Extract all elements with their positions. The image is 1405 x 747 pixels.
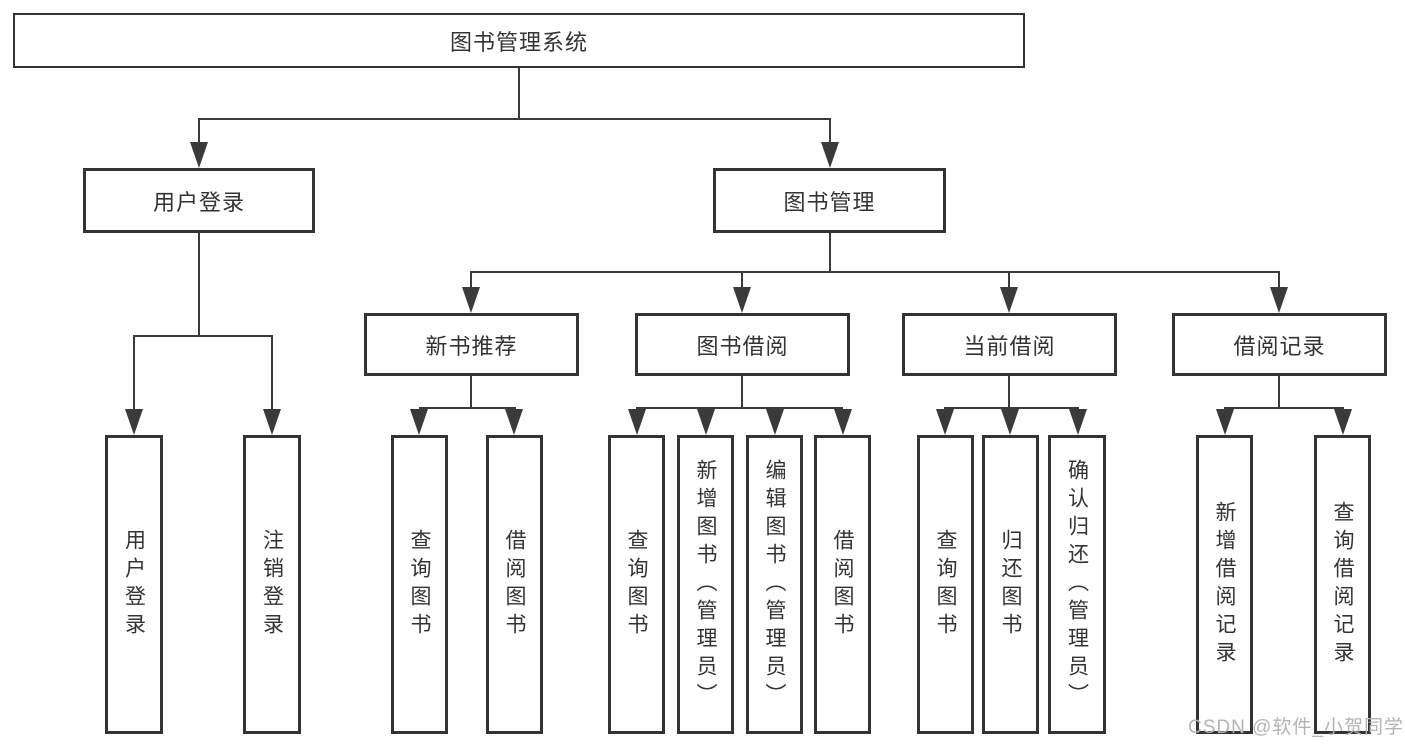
leaf-cb-query-books-label: 查询图书 bbox=[934, 528, 957, 641]
leaf-br-add-record: 新增借阅记录 bbox=[1196, 435, 1253, 734]
arrowhead-new-books bbox=[462, 287, 480, 313]
leaf-bb-query-books: 查询图书 bbox=[608, 435, 665, 734]
node-book-borrow: 图书借阅 bbox=[635, 313, 850, 376]
arrowhead-bb-edit bbox=[766, 409, 784, 435]
arrowhead-book-borrow bbox=[733, 287, 751, 313]
connector-book-borrow-vline bbox=[741, 376, 743, 409]
connector-current-borrow-vline bbox=[1008, 376, 1010, 409]
arrowhead-bb-borrow bbox=[834, 409, 852, 435]
leaf-br-query-record-label: 查询借阅记录 bbox=[1331, 500, 1354, 669]
connector-stub-current-borrow bbox=[1008, 273, 1010, 289]
leaf-nb-borrow-books-label: 借阅图书 bbox=[503, 528, 526, 641]
watermark: CSDN @软件_小贺同学 bbox=[1188, 717, 1404, 738]
node-book-borrow-label: 图书借阅 bbox=[696, 333, 789, 359]
connector-user-login-vline bbox=[198, 233, 200, 337]
arrowhead-bb-query bbox=[628, 409, 646, 435]
leaf-nb-query-books-label: 查询图书 bbox=[408, 528, 431, 641]
connector-stub-borrow-records bbox=[1278, 273, 1280, 289]
arrowhead-nb-borrow bbox=[505, 409, 523, 435]
leaf-bb-borrow-books: 借阅图书 bbox=[814, 435, 871, 734]
leaf-user-login-label: 用户登录 bbox=[122, 528, 146, 641]
connector-book-management-vline bbox=[829, 233, 831, 273]
connector-stub-login bbox=[133, 335, 135, 411]
leaf-nb-borrow-books: 借阅图书 bbox=[486, 435, 543, 734]
leaf-logout-label: 注销登录 bbox=[260, 528, 284, 641]
connector-borrow-records-hline bbox=[1224, 407, 1344, 409]
arrowhead-cb-confirm bbox=[1069, 409, 1087, 435]
node-borrow-records-label: 借阅记录 bbox=[1233, 333, 1326, 359]
leaf-cb-query-books: 查询图书 bbox=[917, 435, 974, 734]
node-current-borrow-label: 当前借阅 bbox=[963, 333, 1056, 359]
connector-stub-book-borrow bbox=[741, 273, 743, 289]
leaf-bb-query-books-label: 查询图书 bbox=[625, 528, 648, 641]
arrowhead-borrow-records bbox=[1270, 287, 1288, 313]
node-user-login: 用户登录 bbox=[83, 168, 315, 233]
arrowhead-bb-add bbox=[697, 409, 715, 435]
leaf-cb-return-books: 归还图书 bbox=[982, 435, 1039, 734]
arrowhead-br-query bbox=[1334, 409, 1352, 435]
arrowhead-cb-return bbox=[1001, 409, 1019, 435]
node-book-management-label: 图书管理 bbox=[783, 189, 876, 215]
node-new-book-recommend-label: 新书推荐 bbox=[425, 333, 518, 359]
leaf-nb-query-books: 查询图书 bbox=[391, 435, 448, 734]
arrowhead-login bbox=[125, 409, 143, 435]
leaf-bb-add-books-admin-label: 新增图书（管理员） bbox=[694, 458, 717, 711]
leaf-bb-add-books-admin: 新增图书（管理员） bbox=[677, 435, 734, 734]
node-user-login-label: 用户登录 bbox=[152, 189, 245, 215]
leaf-cb-confirm-return-admin-label: 确认归还（管理员） bbox=[1065, 458, 1089, 711]
leaf-br-add-record-label: 新增借阅记录 bbox=[1213, 500, 1236, 669]
connector-new-books-vline bbox=[470, 376, 472, 409]
leaf-bb-edit-books-admin: 编辑图书（管理员） bbox=[746, 435, 803, 734]
leaf-logout: 注销登录 bbox=[243, 435, 301, 734]
arrowhead-cb-query bbox=[936, 409, 954, 435]
connector-root-hline bbox=[198, 118, 831, 120]
leaf-bb-borrow-books-label: 借阅图书 bbox=[831, 528, 854, 641]
node-library-management-system: 图书管理系统 bbox=[13, 13, 1025, 68]
arrowhead-book-management bbox=[821, 142, 839, 168]
node-new-book-recommend: 新书推荐 bbox=[364, 313, 579, 376]
node-current-borrow: 当前借阅 bbox=[902, 313, 1117, 376]
node-library-management-system-label: 图书管理系统 bbox=[449, 29, 588, 55]
connector-new-books-hline bbox=[419, 407, 516, 409]
arrowhead-logout bbox=[263, 409, 281, 435]
connector-book-management-hline bbox=[470, 271, 1280, 273]
connector-stub-logout bbox=[271, 335, 273, 411]
node-borrow-records: 借阅记录 bbox=[1172, 313, 1387, 376]
connector-stub-new-books bbox=[470, 273, 472, 289]
arrowhead-nb-query bbox=[410, 409, 428, 435]
connector-stub-book-management bbox=[829, 118, 831, 146]
node-book-management: 图书管理 bbox=[713, 168, 946, 233]
connector-current-borrow-hline bbox=[944, 407, 1079, 409]
arrowhead-br-add bbox=[1216, 409, 1234, 435]
connector-user-login-hline bbox=[133, 335, 273, 337]
connector-stub-user-login bbox=[198, 118, 200, 146]
leaf-br-query-record: 查询借阅记录 bbox=[1314, 435, 1371, 734]
connector-root-vline bbox=[518, 68, 520, 120]
arrowhead-current-borrow bbox=[1000, 287, 1018, 313]
connector-borrow-records-vline bbox=[1278, 376, 1280, 409]
connector-book-borrow-hline bbox=[636, 407, 843, 409]
leaf-bb-edit-books-admin-label: 编辑图书（管理员） bbox=[763, 458, 786, 711]
arrowhead-user-login bbox=[190, 142, 208, 168]
leaf-cb-confirm-return-admin: 确认归还（管理员） bbox=[1048, 435, 1106, 734]
leaf-cb-return-books-label: 归还图书 bbox=[999, 528, 1022, 641]
leaf-user-login: 用户登录 bbox=[105, 435, 163, 734]
